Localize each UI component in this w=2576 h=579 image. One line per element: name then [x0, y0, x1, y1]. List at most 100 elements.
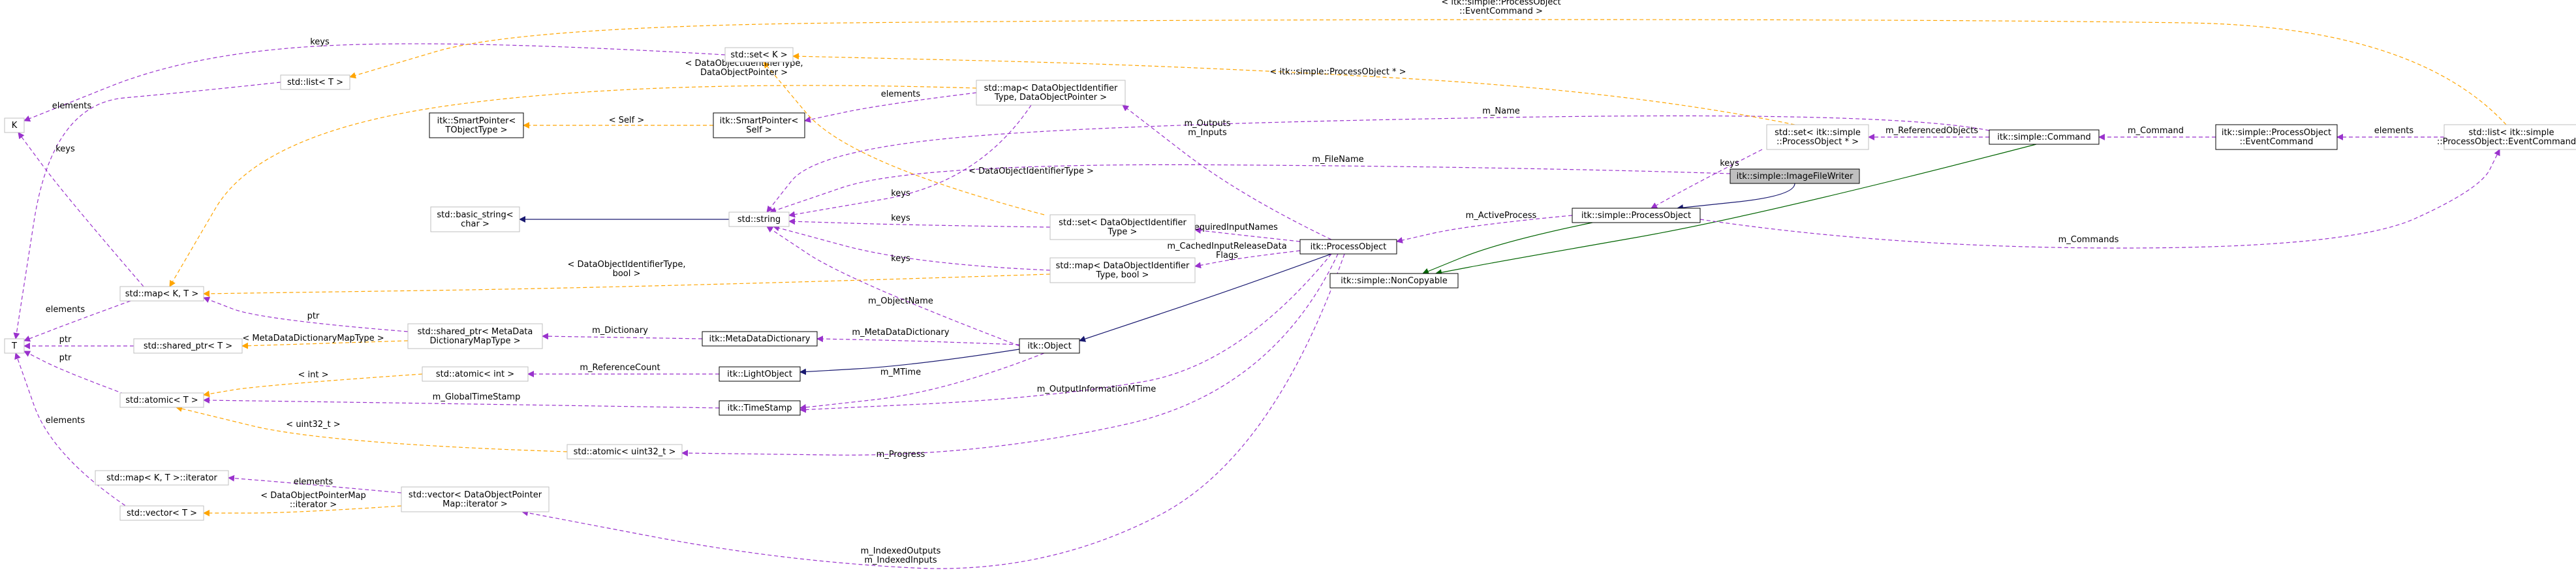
node-t[interactable]: T: [4, 338, 25, 354]
node-vector-t[interactable]: std::vector< T >: [119, 505, 204, 521]
node-eventcommand[interactable]: itk::simple::ProcessObject::EventCommand: [2215, 124, 2338, 150]
edge-itkobject-to-metadatadict-label-line: m_MetaDataDictionary: [852, 328, 949, 337]
edge-processobject-to-listec-label: m_Commands: [2058, 235, 2119, 245]
edge-lightobject-to-atomicint-label-line: m_ReferenceCount: [580, 363, 660, 373]
edge-sharedptrmeta-to-mapkt: [203, 296, 409, 332]
edge-setid-to-string-label: keys: [891, 213, 910, 223]
node-box: [280, 74, 350, 90]
edge-timestamp-to-atomict-label-line: m_GlobalTimeStamp: [433, 392, 521, 402]
node-box: [119, 505, 204, 521]
node-box: [407, 323, 543, 349]
node-label: std::shared_ptr< T >: [144, 341, 232, 351]
edge-tmpl-atomicint-to-atomict: [203, 373, 423, 398]
node-map-iterator[interactable]: std::map< K, T >::iterator: [95, 470, 229, 486]
node-smartpointer-t[interactable]: itk::SmartPointer<TObjectType >: [429, 112, 524, 138]
node-map-k-t[interactable]: std::map< K, T >: [119, 286, 204, 302]
node-box: [1049, 257, 1196, 283]
edge-tmpl-sharedmeta-to-sharedt-label-line: < MetaDataDictionaryMapType >: [242, 334, 384, 343]
node-processobject-simple[interactable]: itk::simple::ProcessObject: [1572, 208, 1701, 223]
edge-mapkt-to-t: [23, 300, 131, 342]
node-label: std::vector< DataObjectPointer: [409, 490, 542, 500]
edge-lightobject-to-atomicint-label: m_ReferenceCount: [580, 363, 660, 373]
node-label: std::map< DataObjectIdentifier: [1056, 261, 1190, 271]
node-box: [4, 338, 25, 354]
edge-tmpl-atomicuint32-to-atomict-label: < uint32_t >: [286, 420, 340, 430]
edge-vectordop-to-mapiterator-label-line: elements: [294, 477, 334, 487]
edge-mapptr-to-smartpointer: [804, 92, 977, 123]
edge-vectordop-to-mapiterator-label: elements: [294, 477, 334, 487]
edge-command-to-string-name-label: m_Name: [1482, 106, 1520, 116]
edge-tmpl-vectordop-to-vectort-label-line: < DataObjectPointerMap: [260, 491, 365, 501]
edge-mapkt-to-k-label-line: keys: [55, 144, 75, 154]
edge-tmpl-atomicuint32-to-atomict-label-line: < uint32_t >: [286, 420, 340, 430]
node-box: [702, 331, 818, 347]
node-metadatadictionary[interactable]: itk::MetaDataDictionary: [702, 331, 818, 347]
edge-tmpl-setid-to-setk-label-line: < DataObjectIdentifierType >: [969, 166, 1094, 176]
edge-tmpl-atomicuint32-to-atomict: [176, 405, 568, 452]
node-list-eventcommand[interactable]: std::list< itk::simple::ProcessObject::E…: [2437, 124, 2576, 150]
node-lightobject[interactable]: itk::LightObject: [719, 366, 801, 382]
node-box: [2444, 124, 2576, 150]
edge-itkprocessobject-to-atomicuint32-label: m_Progress: [877, 450, 925, 460]
edge-tmpl-mapbool-to-mapkt-label-line: bool >: [613, 269, 641, 279]
node-label: itk::simple::Command: [1997, 133, 2090, 142]
node-label: Type >: [1108, 227, 1138, 237]
node-label: ::ProcessObject::EventCommand >: [2437, 137, 2576, 147]
node-box: [119, 392, 204, 408]
node-shared-ptr-t[interactable]: std::shared_ptr< T >: [133, 338, 243, 354]
node-itk-object[interactable]: itk::Object: [1019, 338, 1080, 354]
node-box: [719, 366, 801, 382]
edge-itkprocessobject-to-timestamp: [799, 253, 1332, 413]
edge-imagefilewriter-to-string-filename-label: m_FileName: [1312, 155, 1363, 164]
node-smartpointer-self[interactable]: itk::SmartPointer<Self >: [713, 112, 805, 138]
edge-setk-to-k-label-line: keys: [310, 37, 330, 47]
node-noncopyable[interactable]: itk::simple::NonCopyable: [1329, 273, 1459, 289]
edge-itkobject-to-timestamp-mtime-label-line: m_MTime: [880, 368, 921, 377]
node-map-dataobjid-ptr[interactable]: std::map< DataObjectIdentifierType, Data…: [976, 80, 1126, 106]
node-box: [422, 366, 529, 382]
node-set-processobject-ptr[interactable]: std::set< itk::simple::ProcessObject * >: [1766, 124, 1869, 150]
node-label: char >: [461, 219, 489, 229]
node-label: itk::SmartPointer<: [437, 116, 516, 126]
edge-tmpl-listec-to-listt-label-line: < itk::simple::ProcessObject: [1441, 0, 1560, 7]
node-map-dataobjid-bool[interactable]: std::map< DataObjectIdentifierType, bool…: [1049, 257, 1196, 283]
node-set-dataobjid[interactable]: std::set< DataObjectIdentifierType >: [1049, 214, 1196, 240]
node-vector-dop[interactable]: std::vector< DataObjectPointerMap::itera…: [401, 486, 550, 512]
node-box: [719, 400, 801, 416]
node-box: [401, 486, 550, 512]
edge-itkprocessobject-to-mapptr-label-line: m_Inputs: [1188, 128, 1227, 138]
node-label: Self >: [746, 125, 771, 135]
node-label: itk::Object: [1027, 341, 1071, 351]
node-label: std::atomic< int >: [436, 369, 514, 379]
node-atomic-t[interactable]: std::atomic< T >: [119, 392, 204, 408]
edge-sharedptrt-to-t-label: ptr: [59, 335, 72, 345]
edge-itkprocessobject-to-mapbool-label-line: m_CachedInputReleaseData: [1167, 242, 1286, 251]
node-imagefilewriter[interactable]: itk::simple::ImageFileWriter: [1730, 168, 1860, 184]
node-set-k[interactable]: std::set< K >: [724, 47, 794, 63]
node-itk-processobject[interactable]: itk::ProcessObject: [1299, 239, 1397, 255]
node-label: Map::iterator >: [442, 499, 508, 509]
node-basic-string[interactable]: std::basic_string<char >: [430, 206, 520, 232]
node-atomic-int[interactable]: std::atomic< int >: [422, 366, 529, 382]
node-label: std::string: [737, 215, 781, 225]
edge-sharedptrt-to-t-label-line: ptr: [59, 335, 72, 345]
node-string[interactable]: std::string: [728, 211, 790, 227]
edge-listeventcommand-to-eventcommand-label-line: elements: [2374, 126, 2414, 136]
node-box: [976, 80, 1126, 106]
node-box: [1766, 124, 1869, 150]
node-box: [1989, 129, 2100, 145]
node-label: itk::TimeStamp: [727, 403, 792, 413]
node-list-t[interactable]: std::list< T >: [280, 74, 350, 90]
edge-itkprocessobject-to-timestamp-label-line: m_OutputInformationMTime: [1037, 384, 1156, 394]
node-k[interactable]: K: [4, 117, 25, 133]
node-atomic-uint32[interactable]: std::atomic< uint32_t >: [566, 444, 683, 460]
edge-itkprocessobject-to-itkobject: [1079, 253, 1332, 342]
node-shared-ptr-meta[interactable]: std::shared_ptr< MetaDataDictionaryMapTy…: [407, 323, 543, 349]
node-timestamp[interactable]: itk::TimeStamp: [719, 400, 801, 416]
node-box: [119, 286, 204, 302]
node-box: [1019, 338, 1080, 354]
node-command[interactable]: itk::simple::Command: [1989, 129, 2100, 145]
edge-itkprocessobject-to-mapbool: [1194, 250, 1301, 269]
edge-itkobject-to-string-objectname: [766, 226, 1020, 347]
